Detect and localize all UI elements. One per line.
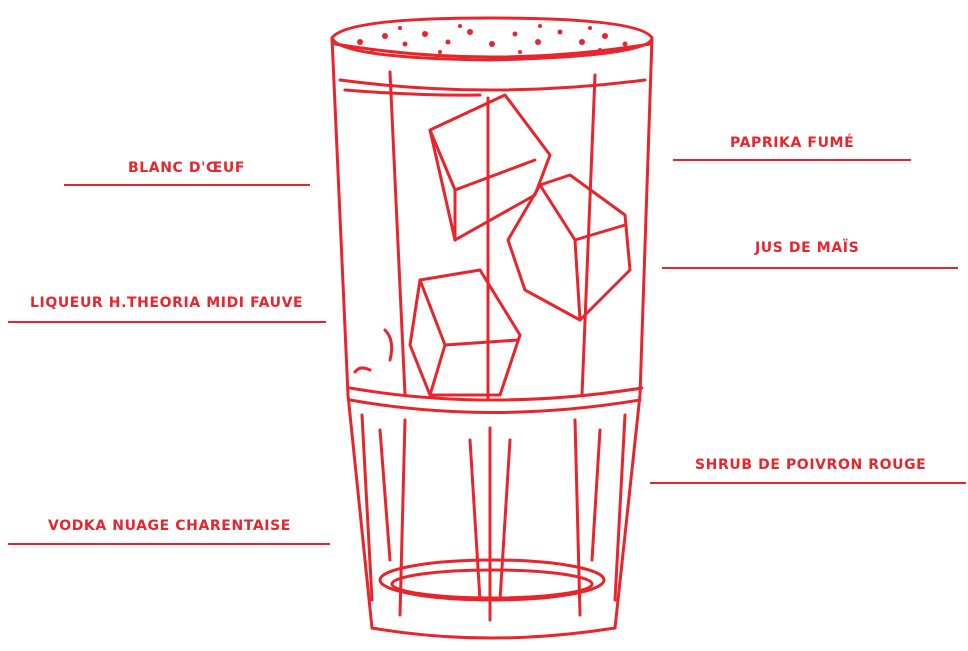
foam-dots [357,24,628,54]
ingredient-rule [662,267,958,269]
ingredient-rule [64,184,310,186]
ingredient-rule [8,543,330,545]
ingredient-rule [650,482,966,484]
ingredient-label-red-pepper-shrub: SHRUB DE POIVRON ROUGE [695,457,926,473]
glass-base [372,628,615,638]
ice-cube-1 [430,95,550,240]
ingredient-rule [673,159,911,161]
ingredient-label-corn-juice: JUS DE MAÏS [755,240,859,256]
ingredient-label-egg-white: BLANC D'ŒUF [128,160,245,176]
ingredient-label-vodka: VODKA NUAGE CHARENTAISE [48,518,291,534]
ingredient-label-paprika: PAPRIKA FUMÉ [730,135,854,151]
ice-cube-2 [508,175,630,320]
glass-rim [332,18,652,60]
ice-cube-3 [410,270,520,395]
ingredient-rule [8,321,326,323]
glass-left-wall [332,38,372,628]
ingredient-label-liqueur: LIQUEUR H.THEORIA MIDI FAUVE [30,295,303,311]
glass-right-wall [615,38,652,628]
